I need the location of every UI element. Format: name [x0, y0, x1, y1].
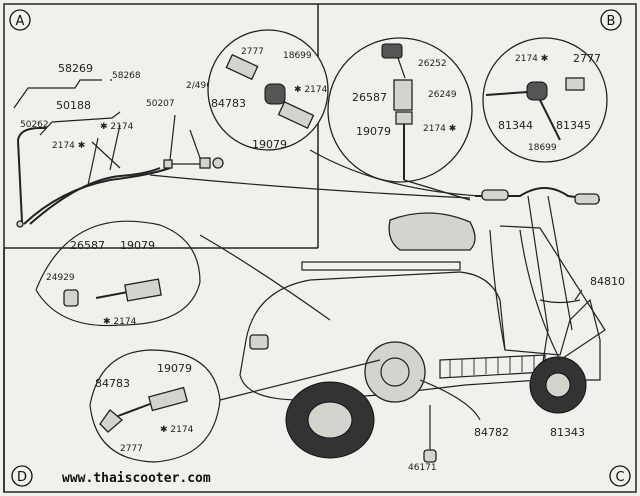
- label-2174-left: ✱ 2174: [103, 317, 137, 327]
- label-58268: 58268: [112, 71, 141, 81]
- label-2174-b: ✱ 2174: [100, 122, 134, 132]
- section-a-cables: [13, 79, 224, 228]
- label-46171: 46171: [408, 463, 437, 473]
- label-84810: 84810: [590, 275, 625, 288]
- label-2-49625: 2/49625: [186, 81, 223, 91]
- label-2174-mid: 2174 ✱: [423, 124, 456, 134]
- label-84783-top: 84783: [211, 97, 246, 110]
- corner-a-label: A: [16, 14, 25, 29]
- label-26587-top: 26587: [352, 91, 387, 104]
- label-19079-top: 19079: [252, 138, 287, 151]
- corner-c-label: C: [615, 470, 624, 485]
- label-2174-a: 2174 ✱: [52, 141, 85, 151]
- label-81344: 81344: [498, 119, 533, 132]
- website-url: www.thaiscooter.com: [62, 471, 211, 486]
- label-84783-d: 84783: [95, 377, 130, 390]
- corner-d-label: D: [17, 470, 27, 485]
- label-50188: 50188: [56, 99, 91, 112]
- detail-left: [35, 220, 201, 327]
- label-2174-d: ✱ 2174: [160, 425, 194, 435]
- label-50262: 50262: [20, 120, 49, 130]
- label-26252: 26252: [418, 59, 447, 69]
- corner-d: D: [11, 465, 33, 487]
- label-81345: 81345: [556, 119, 591, 132]
- label-2174-r: 2174 ✱: [515, 54, 548, 64]
- label-81343: 81343: [550, 426, 585, 439]
- label-84782: 84782: [474, 426, 509, 439]
- detail-circle-1: [207, 29, 329, 151]
- label-18699-r: 18699: [528, 143, 557, 153]
- label-2777-r: 2777: [573, 52, 601, 65]
- label-2777-d: 2777: [120, 444, 143, 454]
- label-19079-left: 19079: [120, 239, 155, 252]
- label-24929: 24929: [46, 273, 75, 283]
- label-58269: 58269: [58, 62, 93, 75]
- corner-b-label: B: [607, 14, 616, 29]
- label-26587-left: 26587: [70, 239, 105, 252]
- detail-circle-3: [482, 37, 608, 163]
- label-26249: 26249: [428, 90, 457, 100]
- corner-c: C: [609, 465, 631, 487]
- scooter-illustration: [149, 149, 606, 463]
- label-19079-mid: 19079: [356, 125, 391, 138]
- label-19079-d: 19079: [157, 362, 192, 375]
- label-50207: 50207: [146, 99, 175, 109]
- label-18699-top: 18699: [283, 51, 312, 61]
- detail-circle-2: [327, 37, 473, 183]
- label-2777-top: 2777: [241, 47, 264, 57]
- detail-bottom-left: [89, 349, 221, 463]
- label-2174-top: ✱ 2174: [294, 85, 328, 95]
- corner-a: A: [9, 9, 31, 31]
- corner-b: B: [600, 9, 622, 31]
